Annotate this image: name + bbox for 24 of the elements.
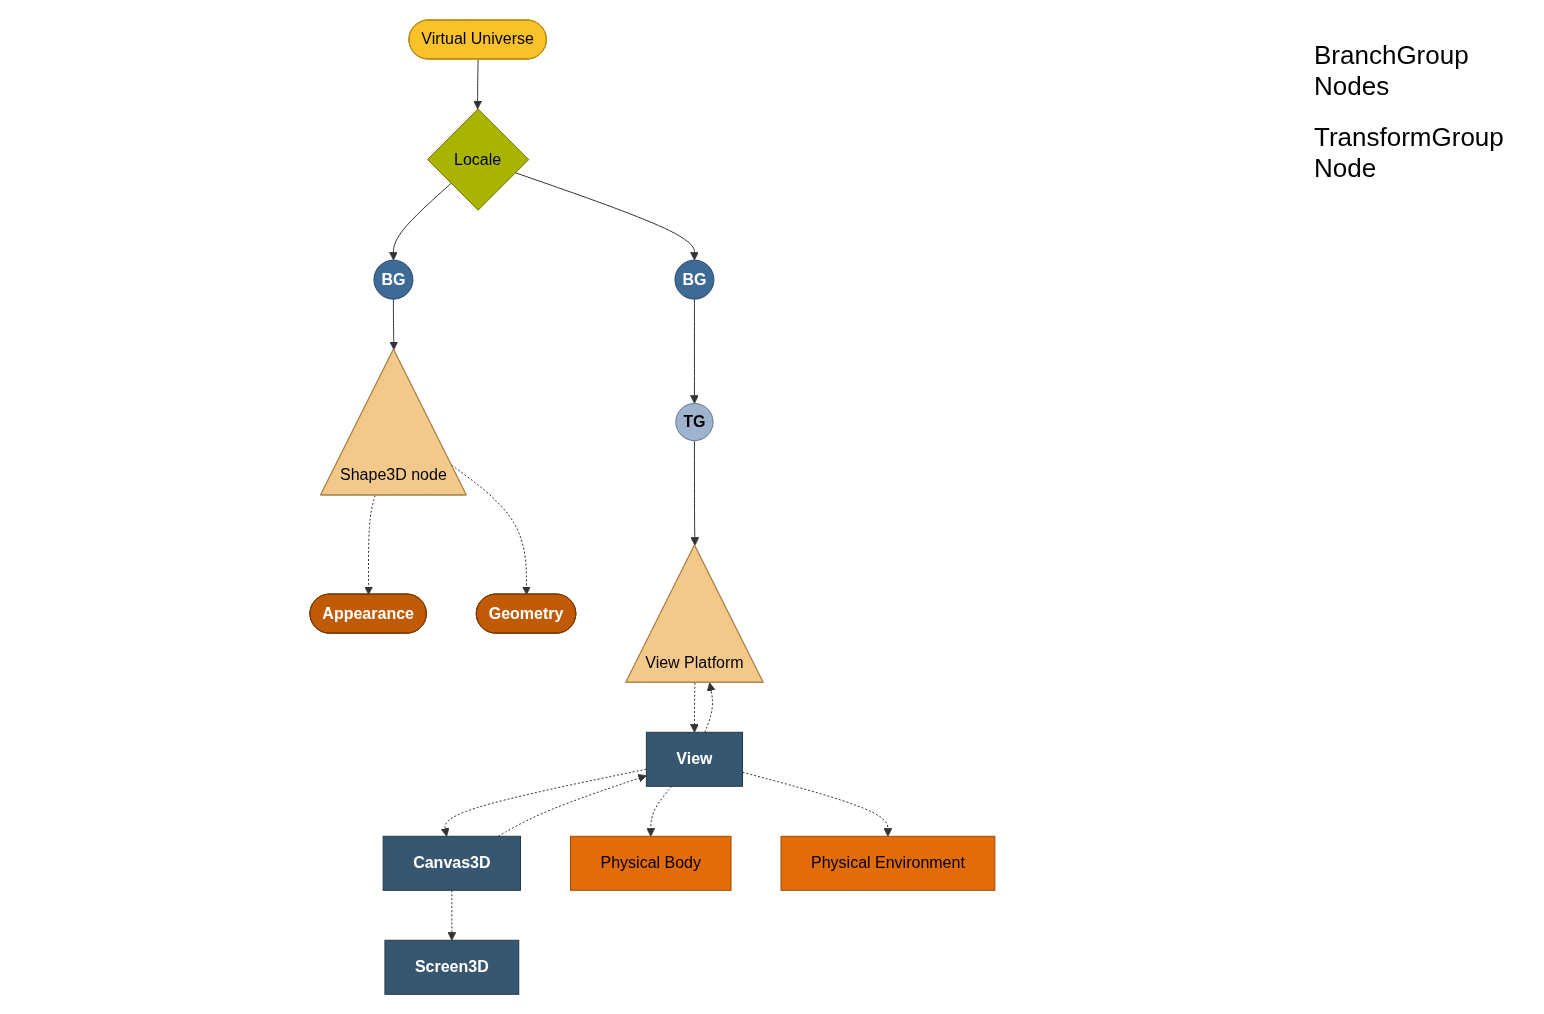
arrow (363, 494, 376, 595)
node-box: Canvas3D (382, 835, 521, 891)
node-box: Physical Environment (780, 835, 995, 891)
arrow (450, 464, 531, 595)
node-circle: BG (373, 259, 413, 300)
arrow (388, 298, 398, 350)
node-diamond: Locale (426, 108, 529, 211)
note-text: TransformGroup Node (1314, 122, 1505, 184)
arrow (440, 768, 647, 837)
node-circle: TG (674, 402, 714, 441)
arrow (447, 889, 456, 941)
arrow (703, 682, 716, 733)
node-box: Physical Body (569, 835, 732, 891)
arrow (689, 682, 699, 733)
note-text: BranchGroup Nodes (1314, 40, 1470, 102)
node-box: Screen3D (384, 939, 519, 995)
arrow (388, 182, 452, 261)
arrow (741, 771, 892, 837)
arrow (689, 440, 699, 546)
node-circle: BG (674, 259, 714, 300)
node-box: View (645, 731, 743, 787)
arrow (514, 172, 699, 261)
arrow (472, 58, 482, 110)
arrow (689, 298, 699, 404)
